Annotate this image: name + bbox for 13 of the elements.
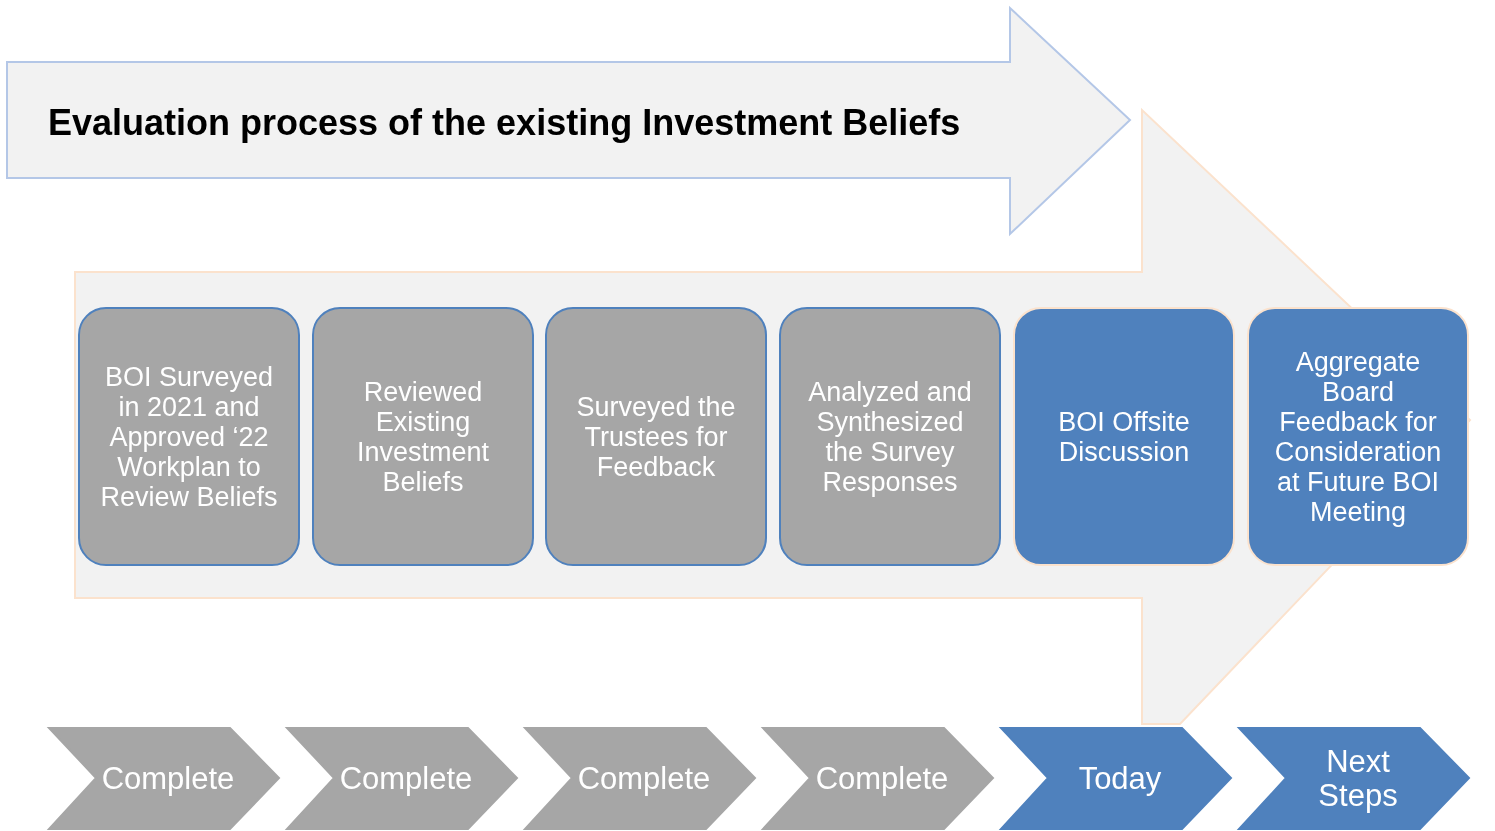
- status-label: Complete: [101, 761, 235, 796]
- step-card: BOI Offsite Discussion: [1013, 307, 1235, 566]
- step-card: Reviewed Existing Investment Beliefs: [312, 307, 534, 566]
- status-label: Complete: [339, 761, 473, 796]
- status-label: Complete: [577, 761, 711, 796]
- status-label: Next Steps: [1317, 744, 1399, 813]
- step-card: Analyzed and Synthesized the Survey Responses: [779, 307, 1001, 566]
- status-label: Complete: [815, 761, 949, 796]
- step-card: Surveyed the Trustees for Feedback: [545, 307, 767, 566]
- step-card: BOI Surveyed in 2021 and Approved ‘22 Workplan to Review Beliefs: [78, 307, 300, 566]
- title-text: Evaluation process of the existing Investment Beliefs: [48, 102, 961, 144]
- status-label: Today: [1078, 761, 1162, 796]
- step-card: Aggregate Board Feedback for Consideration at Future BOI Meeting: [1247, 307, 1469, 566]
